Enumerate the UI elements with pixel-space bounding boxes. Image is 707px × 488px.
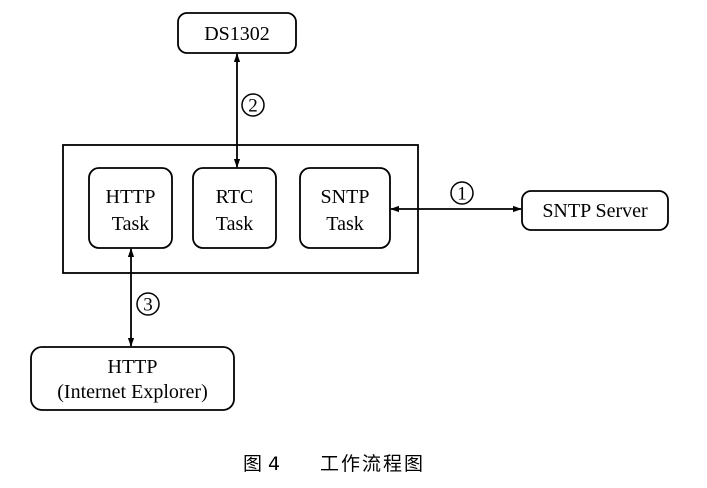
sntp-server-label: SNTP Server	[542, 200, 648, 222]
figure-title: 工作流程图	[320, 453, 425, 475]
figure-number: 图 4	[243, 453, 280, 475]
sntp-server-node: SNTP Server	[521, 190, 669, 231]
rtc-task-node: RTC Task	[192, 167, 277, 249]
step-1-marker: 1	[450, 181, 474, 205]
http-task-node: HTTP Task	[88, 167, 173, 249]
http-task-label-line2: Task	[112, 213, 149, 235]
http-client-label-line1: HTTP	[108, 356, 158, 378]
ds1302-label: DS1302	[204, 23, 270, 45]
step-1-label: 1	[457, 184, 467, 205]
ds1302-node: DS1302	[177, 12, 297, 54]
sntp-task-label-line2: Task	[326, 213, 363, 235]
rtc-task-label-line1: RTC	[216, 186, 254, 208]
rtc-task-label-line2: Task	[216, 213, 253, 235]
step-2-marker: 2	[241, 93, 265, 117]
step-2-label: 2	[248, 96, 258, 117]
http-task-label-line1: HTTP	[106, 186, 156, 208]
step-3-marker: 3	[136, 292, 160, 316]
http-client-label-line2: (Internet Explorer)	[57, 381, 207, 403]
sntp-task-node: SNTP Task	[299, 167, 391, 249]
step-3-label: 3	[143, 295, 153, 316]
sntp-task-label-line1: SNTP	[321, 186, 370, 208]
http-client-node: HTTP (Internet Explorer)	[30, 346, 235, 411]
